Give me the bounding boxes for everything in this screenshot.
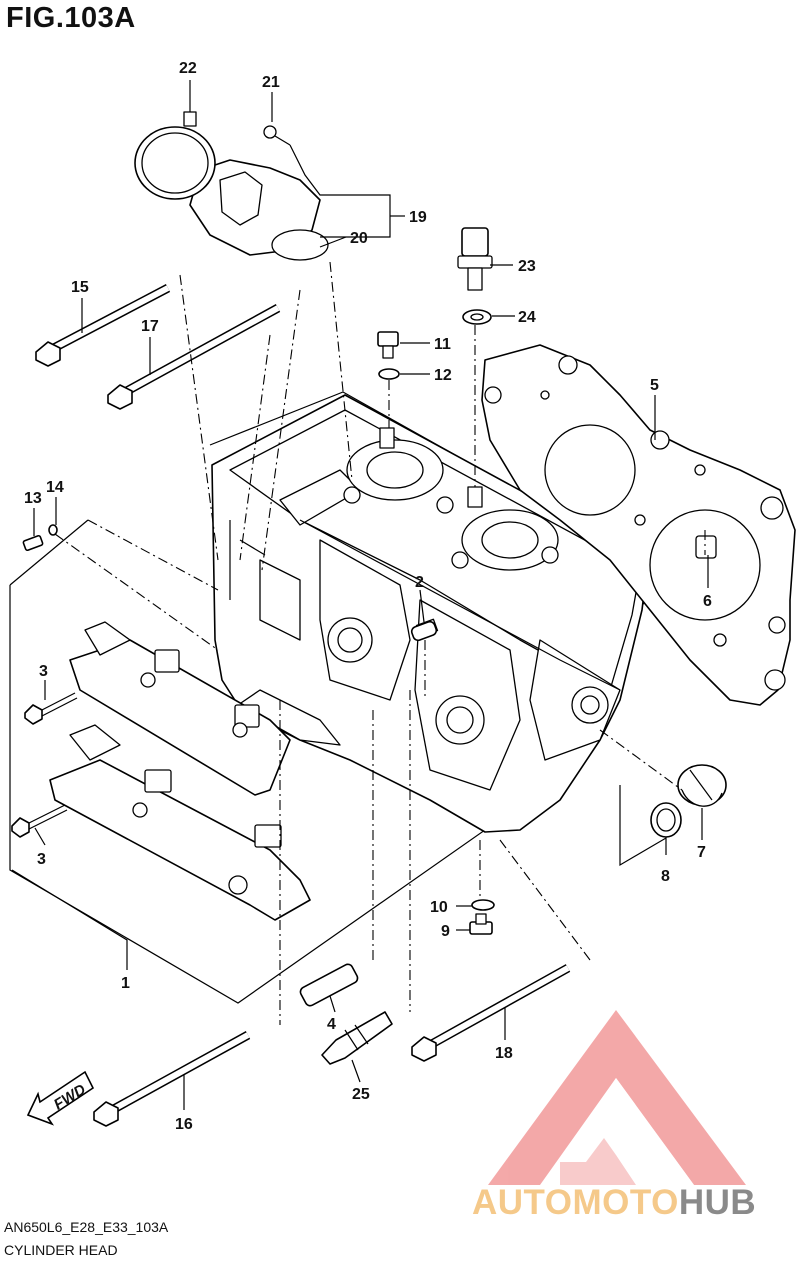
callout-numbers: 22 21 19 20 23 24 11 12 5 6 15 17 13 14 … — [24, 60, 712, 1133]
callout-22: 22 — [179, 60, 197, 77]
callout-24: 24 — [518, 309, 536, 326]
callout-3-upper: 3 — [39, 663, 48, 680]
fwd-arrow: FWD — [26, 1070, 95, 1126]
callout-3-lower: 3 — [37, 851, 46, 868]
bolt-15 — [35, 284, 171, 367]
callout-14: 14 — [46, 479, 64, 496]
thermostat-cover — [189, 159, 329, 261]
callout-17: 17 — [141, 318, 159, 335]
camshaft-holder-upper — [69, 621, 291, 796]
camshaft-holder-lower — [49, 724, 311, 921]
spark-plug — [321, 1011, 393, 1065]
callout-18: 18 — [495, 1045, 513, 1062]
callout-2: 2 — [415, 574, 424, 591]
callout-8: 8 — [661, 868, 670, 885]
callout-20: 20 — [350, 230, 368, 247]
callout-4: 4 — [327, 1016, 336, 1033]
o-ring-8 — [650, 802, 682, 838]
dowel-pin-2 — [410, 620, 438, 642]
callout-13: 13 — [24, 490, 42, 507]
callout-16: 16 — [175, 1116, 193, 1133]
bolt-17 — [107, 304, 281, 410]
watermark-brand: AUTOMOTOHUB — [472, 1183, 756, 1223]
callout-6: 6 — [703, 593, 712, 610]
bolt-11 — [377, 331, 399, 359]
callout-23: 23 — [518, 258, 536, 275]
stud-4 — [299, 963, 359, 1007]
callout-11: 11 — [434, 336, 451, 353]
callout-19: 19 — [409, 209, 427, 226]
callout-1: 1 — [121, 975, 130, 992]
temp-sensor — [457, 227, 493, 291]
figure-title: FIG.103A — [6, 2, 136, 34]
plug-13 — [22, 534, 44, 552]
leader-lines — [11, 80, 709, 1110]
model-code: AN650L6_E28_E33_103A — [4, 1219, 169, 1235]
callout-10: 10 — [430, 899, 448, 916]
o-ring-14 — [48, 524, 58, 536]
callout-5: 5 — [650, 377, 659, 394]
callout-25: 25 — [352, 1086, 370, 1103]
washer-24 — [462, 309, 492, 325]
watermark-logo — [488, 1010, 746, 1185]
assembly-lines — [54, 261, 706, 1025]
bolt-16 — [93, 1031, 251, 1127]
washer-12 — [378, 368, 400, 380]
bolt-3-lower — [11, 804, 68, 838]
callout-12: 12 — [434, 367, 452, 384]
bolt-21 — [263, 125, 291, 146]
watermark-brand-part1: AUTOMOTO — [472, 1183, 679, 1222]
oil-filler-cap — [677, 764, 727, 807]
callout-15: 15 — [71, 279, 89, 296]
head-gasket — [481, 344, 796, 706]
hose-clamp — [134, 111, 216, 200]
callout-7: 7 — [697, 844, 706, 861]
bolt-18 — [411, 964, 571, 1062]
bolt-3-upper — [24, 692, 78, 725]
washer-10 — [471, 899, 495, 911]
callout-9: 9 — [441, 923, 450, 940]
watermark-brand-part2: HUB — [678, 1183, 757, 1222]
diagram-subtitle: CYLINDER HEAD — [4, 1242, 118, 1258]
bolt-9 — [469, 913, 493, 935]
callout-21: 21 — [262, 74, 280, 91]
